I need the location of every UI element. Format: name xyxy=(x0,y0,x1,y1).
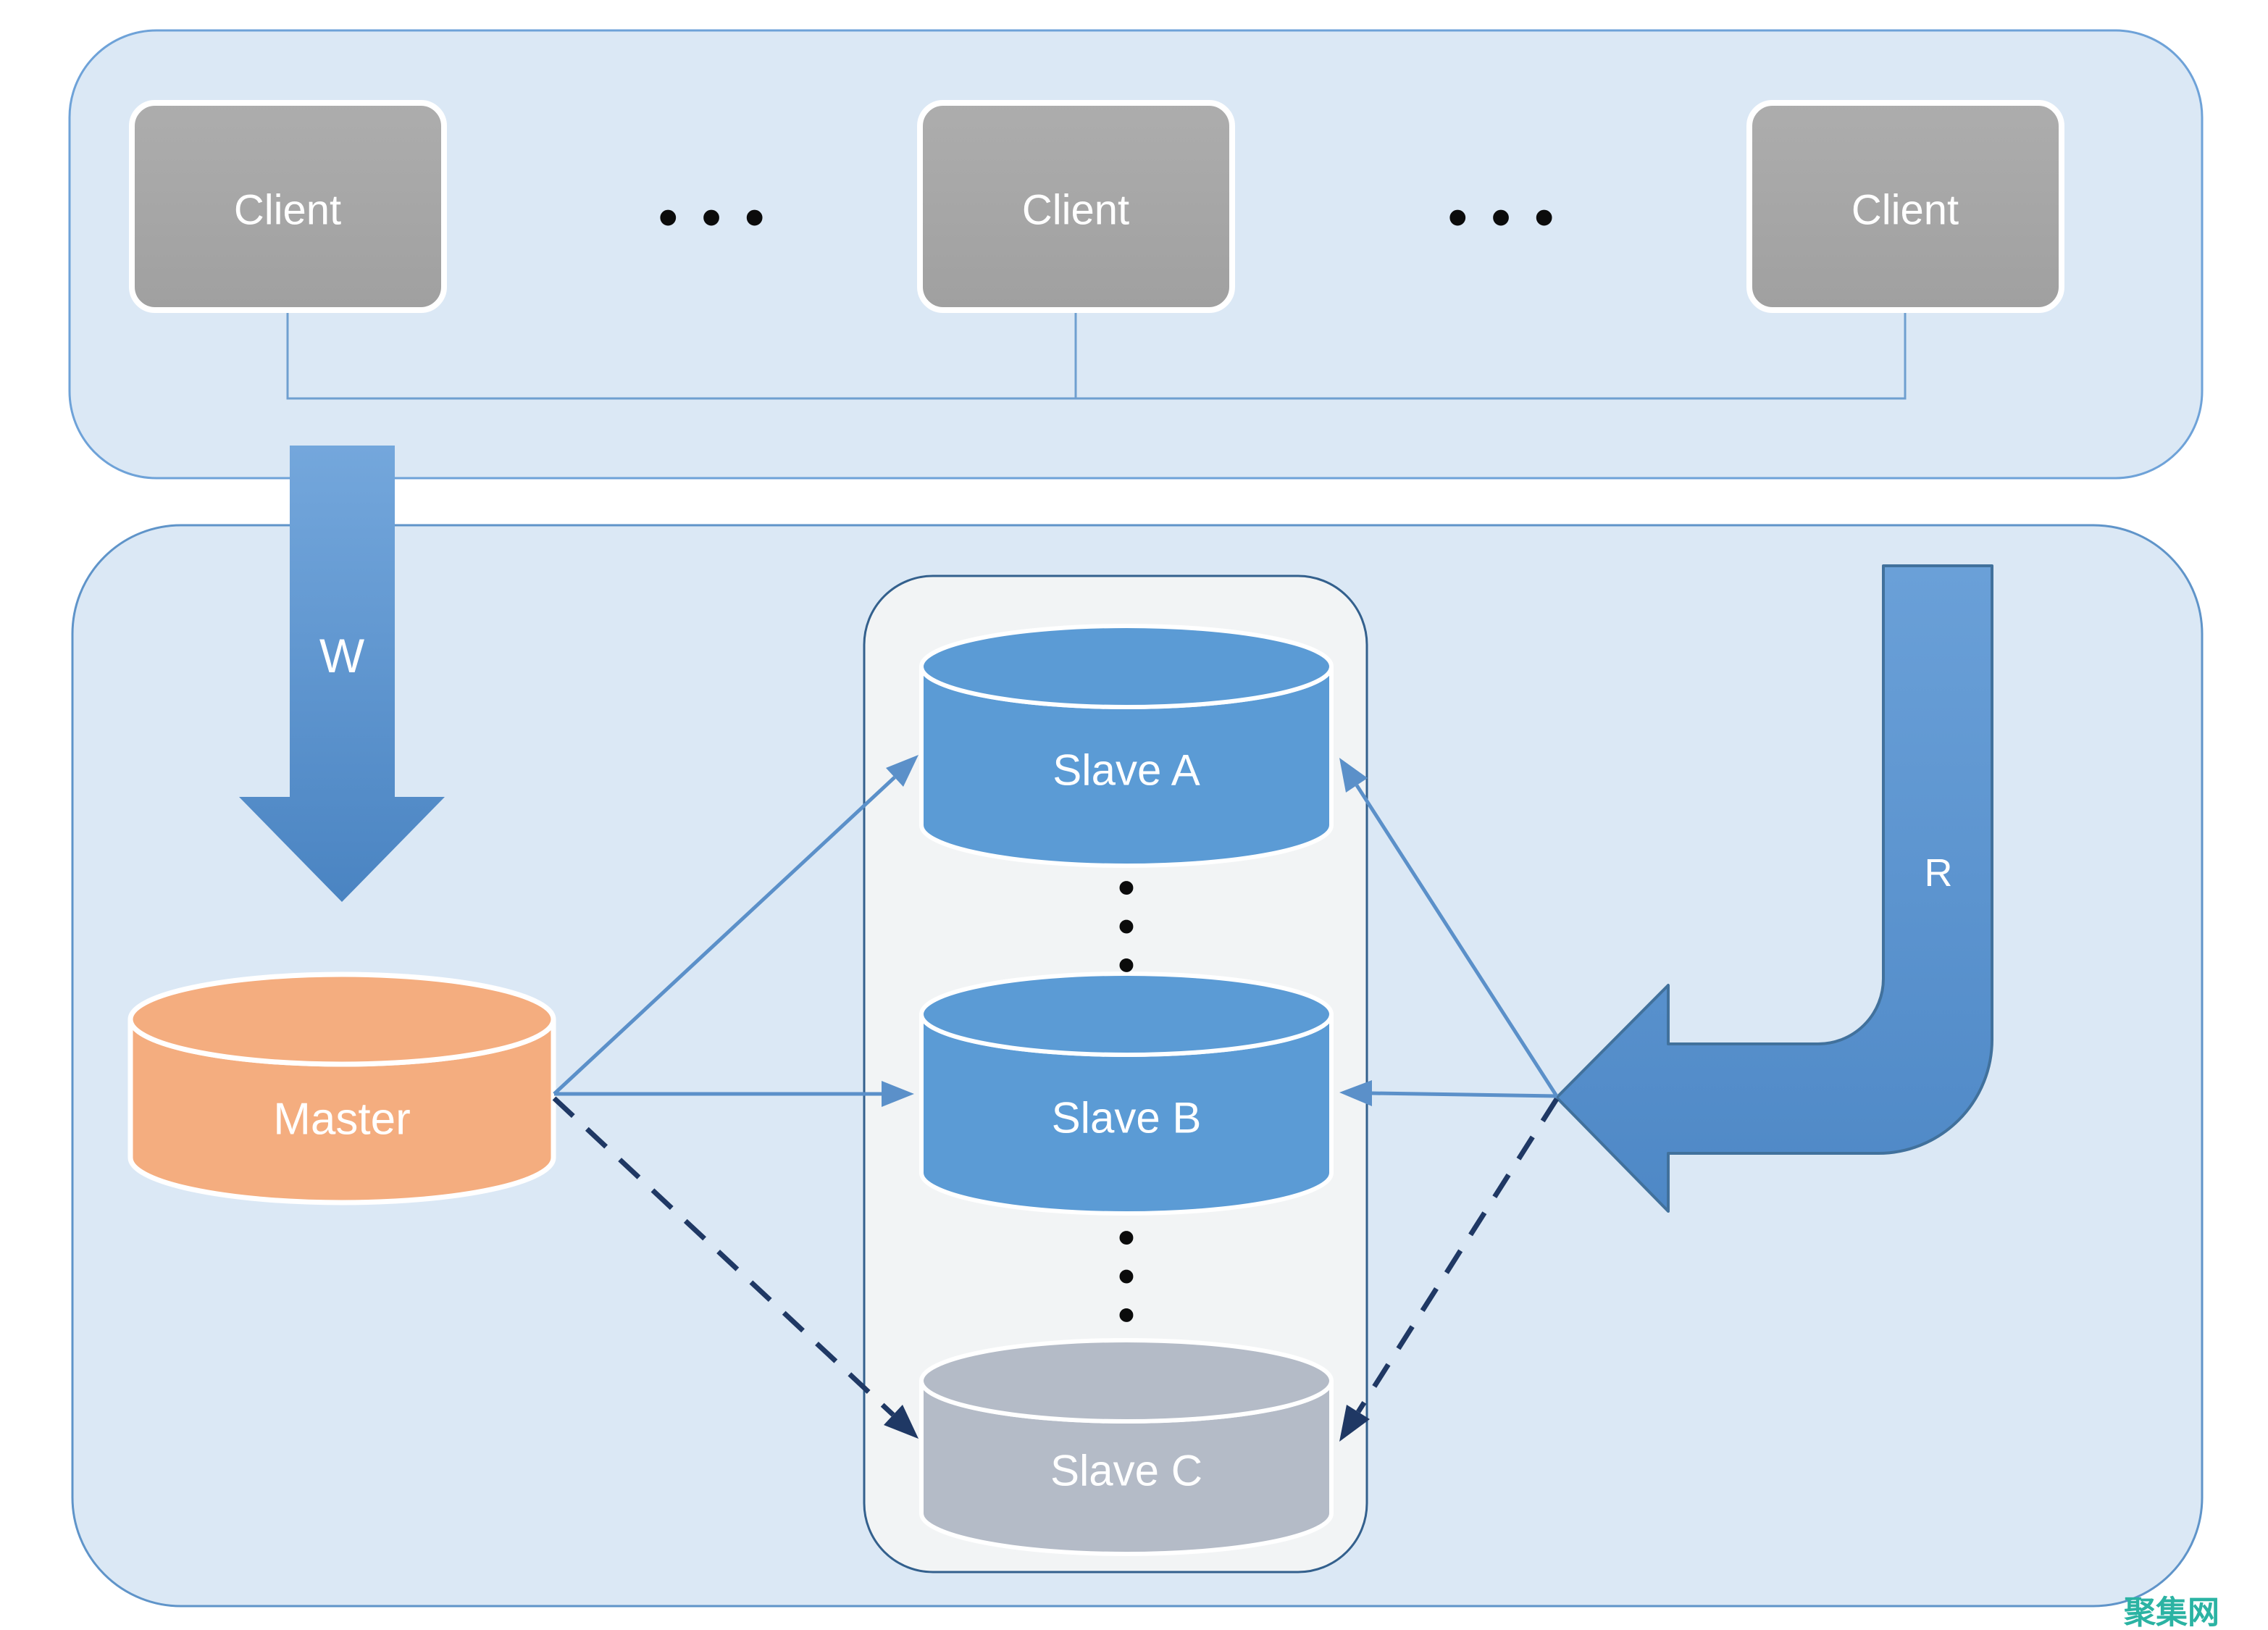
slave-a-label: Slave A xyxy=(1053,746,1200,795)
ellipsis-vertical-icon: • • • xyxy=(1100,879,1154,978)
ellipsis-horizontal-icon: • • • xyxy=(658,187,769,248)
clients-connector-line xyxy=(286,306,1907,400)
slave-c-cylinder: Slave C xyxy=(919,1338,1334,1556)
link-master-to-slave-c-dashed xyxy=(552,1096,919,1439)
slave-c-label: Slave C xyxy=(1050,1447,1202,1495)
client-box-1: Client xyxy=(129,100,447,313)
ellipsis-horizontal-icon: • • • xyxy=(1448,187,1558,248)
client-label-3: Client xyxy=(1851,187,1959,234)
client-label-1: Client xyxy=(234,187,341,234)
write-arrow-label: W xyxy=(319,629,365,682)
slave-b-label: Slave B xyxy=(1052,1094,1202,1142)
link-read-to-slave-c-dashed xyxy=(1339,1098,1559,1442)
link-read-to-slave-a xyxy=(1339,758,1559,1098)
link-read-to-slave-b xyxy=(1339,1080,1557,1106)
client-box-3: Client xyxy=(1746,100,2064,313)
read-arrow xyxy=(1555,564,1993,1213)
slave-b-cylinder: Slave B xyxy=(919,971,1334,1216)
ellipsis-vertical-icon: • • • xyxy=(1100,1229,1154,1328)
client-label-2: Client xyxy=(1022,187,1129,234)
slave-a-cylinder: Slave A xyxy=(919,624,1334,868)
link-master-to-slave-b xyxy=(554,1081,914,1107)
link-master-to-slave-a xyxy=(553,755,919,1095)
read-arrow-label: R xyxy=(1925,851,1953,895)
client-box-2: Client xyxy=(917,100,1235,313)
master-cylinder: Master xyxy=(127,971,556,1205)
write-arrow xyxy=(239,446,445,902)
watermark: 聚集网 xyxy=(2123,1595,2219,1630)
master-label: Master xyxy=(273,1095,410,1145)
